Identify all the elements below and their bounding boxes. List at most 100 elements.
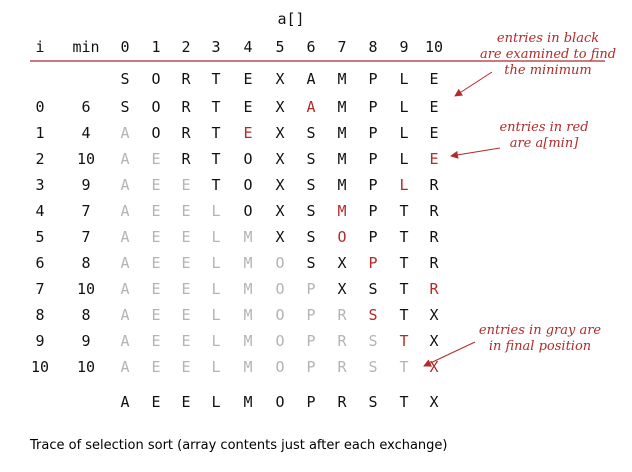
trace-letter: R xyxy=(429,202,439,220)
trace-letter: R xyxy=(429,254,439,272)
column-header: 9 xyxy=(399,38,408,56)
final-letter: X xyxy=(429,393,438,411)
trace-letter: R xyxy=(429,228,439,246)
trace-letter: S xyxy=(306,176,315,194)
trace-letter: L xyxy=(211,202,220,220)
trace-letter: E xyxy=(243,124,252,142)
trace-letter: T xyxy=(399,228,408,246)
trace-letter: O xyxy=(243,150,252,168)
annotation-line: entries in gray are xyxy=(479,323,602,338)
trace-letter: E xyxy=(429,150,438,168)
trace-letter: E xyxy=(151,306,160,324)
final-letter: S xyxy=(368,393,377,411)
trace-letter: S xyxy=(368,280,377,298)
trace-letter: R xyxy=(181,124,191,142)
trace-letter: A xyxy=(120,124,129,142)
column-header: 5 xyxy=(275,38,284,56)
trace-letter: O xyxy=(275,358,284,376)
row-index: 10 xyxy=(31,358,49,376)
row-index: 1 xyxy=(35,124,44,142)
trace-letter: E xyxy=(151,202,160,220)
row-index: 8 xyxy=(35,306,44,324)
column-header: 6 xyxy=(306,38,315,56)
trace-letter: E xyxy=(151,280,160,298)
trace-letter: R xyxy=(181,150,191,168)
trace-letter: O xyxy=(275,254,284,272)
column-header: 4 xyxy=(243,38,252,56)
trace-letter: E xyxy=(151,176,160,194)
trace-letter: M xyxy=(337,124,346,142)
trace-letter: S xyxy=(306,150,315,168)
trace-letter: E xyxy=(181,228,190,246)
trace-letter: S xyxy=(306,124,315,142)
trace-letter: T xyxy=(211,176,220,194)
trace-letter: L xyxy=(399,98,408,116)
trace-letter: E xyxy=(151,332,160,350)
trace-letter: E xyxy=(429,98,438,116)
trace-letter: O xyxy=(337,228,346,246)
initial-letter: L xyxy=(399,70,408,88)
trace-letter: T xyxy=(399,202,408,220)
column-header: i xyxy=(35,38,44,56)
annotation-line: are a[min] xyxy=(510,136,579,151)
trace-letter: S xyxy=(306,228,315,246)
column-header: 10 xyxy=(425,38,443,56)
trace-letter: T xyxy=(399,332,408,350)
row-min-index: 9 xyxy=(81,332,90,350)
trace-letter: E xyxy=(243,98,252,116)
trace-letter: X xyxy=(275,124,284,142)
trace-letter: T xyxy=(399,306,408,324)
trace-letter: T xyxy=(211,150,220,168)
trace-letter: R xyxy=(181,98,191,116)
final-letter: E xyxy=(181,393,190,411)
trace-letter: A xyxy=(120,306,129,324)
row-min-index: 6 xyxy=(81,98,90,116)
arrow-black xyxy=(454,71,493,97)
trace-letter: O xyxy=(243,176,252,194)
row-index: 6 xyxy=(35,254,44,272)
row-min-index: 8 xyxy=(81,306,90,324)
trace-letter: X xyxy=(429,332,438,350)
trace-letter: T xyxy=(211,124,220,142)
row-min-index: 10 xyxy=(77,150,95,168)
row-index: 0 xyxy=(35,98,44,116)
row-index: 4 xyxy=(35,202,44,220)
column-header: 8 xyxy=(368,38,377,56)
trace-letter: X xyxy=(275,202,284,220)
trace-letter: O xyxy=(151,124,160,142)
trace-letter: E xyxy=(181,306,190,324)
trace-letter: E xyxy=(151,228,160,246)
trace-letter: T xyxy=(211,98,220,116)
trace-letter: R xyxy=(429,176,439,194)
trace-letter: T xyxy=(399,254,408,272)
trace-letter: M xyxy=(243,332,252,350)
trace-letter: A xyxy=(120,176,129,194)
trace-letter: E xyxy=(151,358,160,376)
arrow-red xyxy=(450,147,501,159)
trace-letter: S xyxy=(306,202,315,220)
trace-letter: E xyxy=(181,254,190,272)
trace-letter: R xyxy=(337,358,347,376)
trace-letter: X xyxy=(275,98,284,116)
trace-letter: M xyxy=(243,358,252,376)
trace-letter: X xyxy=(275,150,284,168)
column-header: 7 xyxy=(337,38,346,56)
initial-letter: S xyxy=(120,70,129,88)
trace-letter: M xyxy=(243,306,252,324)
trace-letter: L xyxy=(399,124,408,142)
trace-letter: M xyxy=(243,254,252,272)
trace-letter: A xyxy=(120,254,129,272)
final-letter: O xyxy=(275,393,284,411)
trace-letter: L xyxy=(211,280,220,298)
annotation-line: in final position xyxy=(489,339,591,354)
trace-letter: X xyxy=(275,176,284,194)
trace-letter: M xyxy=(337,98,346,116)
trace-letter: P xyxy=(368,176,377,194)
initial-letter: R xyxy=(181,70,191,88)
trace-letter: M xyxy=(243,228,252,246)
row-index: 2 xyxy=(35,150,44,168)
trace-letter: E xyxy=(181,176,190,194)
